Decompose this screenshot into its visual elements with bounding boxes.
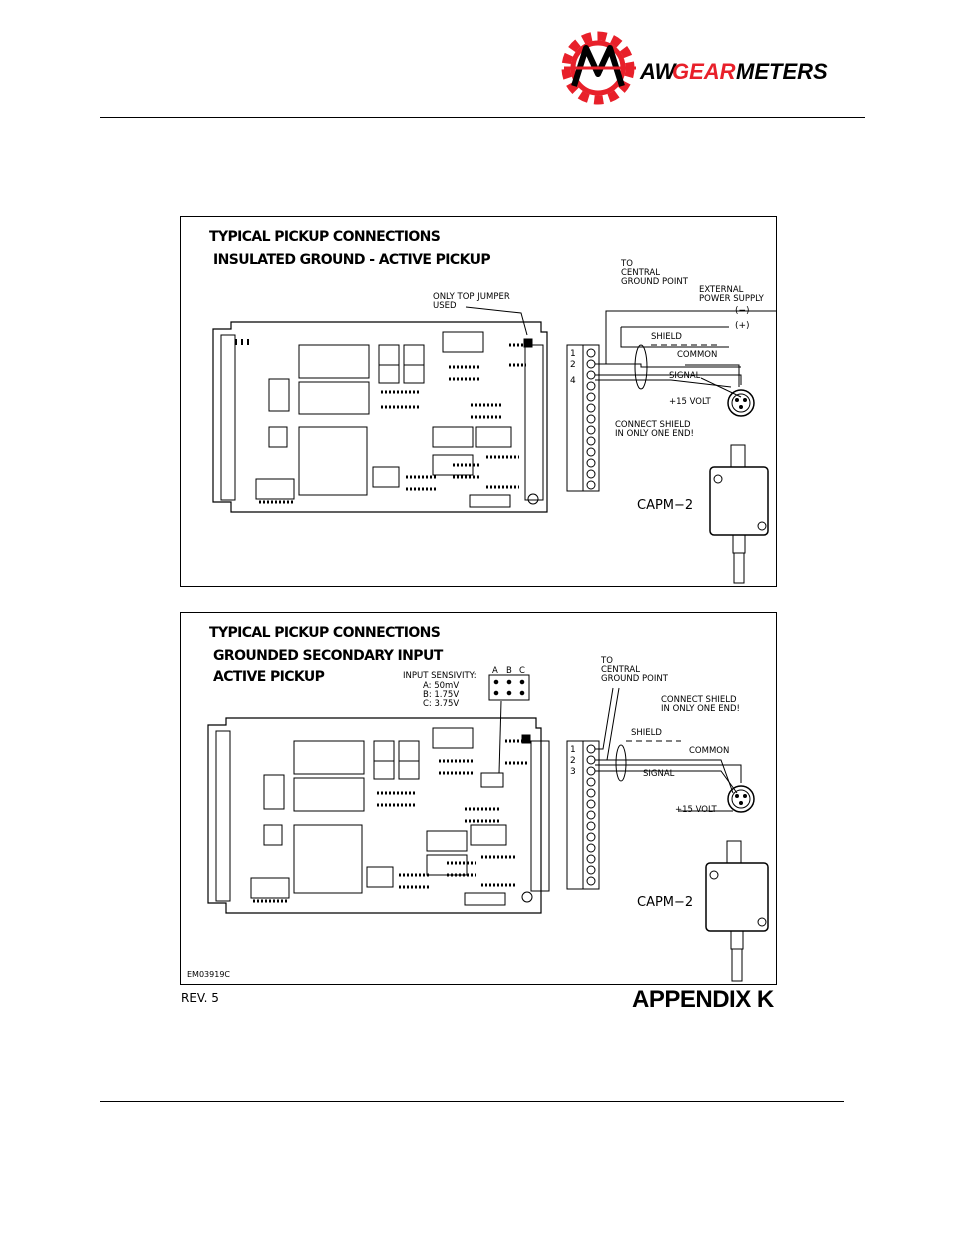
d2-signal-label: SIGNAL [643,769,675,779]
d2-circuit-board [207,717,550,914]
header-rule [100,117,865,118]
d2-title-line1: TYPICAL PICKUP CONNECTIONS [209,625,441,641]
d2-pickup-model: CAPM−2 [637,895,693,910]
d1-pickup-model: CAPM−2 [637,498,693,513]
d2-pickup-sensor [705,840,769,982]
d2-jumper-block [488,674,530,774]
d2-note-line1: CONNECT SHIELD [661,695,737,705]
d1-note-line1: CONNECT SHIELD [615,420,691,430]
d2-ground-line1: TO [600,656,613,666]
d2-note-line2: IN ONLY ONE END! [661,704,740,714]
d1-supply-line1: EXTERNAL [699,285,744,295]
d2-jumper-col-c: C [519,666,525,676]
d1-common-label: COMMON [677,350,717,360]
d2-terminal-2: 2 [570,756,576,766]
d1-title-line1: TYPICAL PICKUP CONNECTIONS [209,229,441,245]
d2-sens-b: B: 1.75V [423,690,459,700]
d1-circuit-board [212,321,548,513]
d1-supply-line2: POWER SUPPLY [699,294,765,304]
d2-ground-line3: GROUND POINT [601,674,669,684]
gear-icon [561,31,636,105]
brand-gear: GEAR [672,59,736,84]
d2-common-label: COMMON [689,746,729,756]
d1-terminal-4: 4 [570,376,576,386]
d2-sens-a: A: 50mV [423,681,459,691]
d2-sens-c: C: 3.75V [423,699,459,709]
d2-ground-line2: CENTRAL [601,665,640,675]
d2-shield-label: SHIELD [631,728,662,738]
d1-supply-minus: (−) [735,306,750,316]
d2-wiring [595,687,742,812]
d1-title-line2: INSULATED GROUND - ACTIVE PICKUP [213,252,490,268]
d1-volt-label: +15 VOLT [669,397,712,407]
d1-terminal-1: 1 [570,349,576,359]
company-logo: AW GEAR METERS [561,31,828,105]
d1-pickup-connector [727,389,755,417]
revision-label: REV. 5 [181,991,219,1005]
brand-meters: METERS [736,59,828,84]
brand-aw: AW [639,59,678,84]
d1-note-line2: IN ONLY ONE END! [615,429,694,439]
d2-terminal-3: 3 [570,767,576,777]
d1-jumper-note-line2: USED [433,301,457,311]
appendix-label: APPENDIX K [632,986,774,1013]
d2-jumper-col-a: A [492,666,498,676]
footer-rule [100,1101,844,1102]
d1-ground-line3: GROUND POINT [621,277,689,287]
d2-title-line3: ACTIVE PICKUP [213,669,325,685]
d1-supply-plus: (+) [735,321,750,331]
d2-terminal-strip [566,740,600,890]
d1-jumper-leader [465,306,528,336]
d2-jumper-col-b: B [506,666,512,676]
d1-ground-line1: TO [620,259,633,269]
d2-title-line2: GROUNDED SECONDARY INPUT [213,648,444,664]
diagram-insulated-ground: TYPICAL PICKUP CONNECTIONS INSULATED GRO… [209,229,781,584]
d1-terminal-2: 2 [570,360,576,370]
d1-wiring [595,310,781,398]
d2-pickup-connector [727,785,755,813]
d1-ground-line2: CENTRAL [621,268,660,278]
diagram-grounded-secondary: TYPICAL PICKUP CONNECTIONS GROUNDED SECO… [187,625,769,982]
d1-jumper-note-line1: ONLY TOP JUMPER [433,292,510,302]
d1-signal-label: SIGNAL [669,371,701,381]
d1-pickup-sensor [709,444,769,584]
diagram-frame-insulated: TYPICAL PICKUP CONNECTIONS INSULATED GRO… [180,216,781,587]
d2-volt-label: +15 VOLT [675,805,718,815]
d2-terminal-1: 1 [570,745,576,755]
d1-shield-label: SHIELD [651,332,682,342]
d2-drawing-number: EM03919C [187,970,230,979]
diagram-frame-grounded: TYPICAL PICKUP CONNECTIONS GROUNDED SECO… [180,612,777,985]
d2-sens-title: INPUT SENSIVITY: [403,671,477,681]
